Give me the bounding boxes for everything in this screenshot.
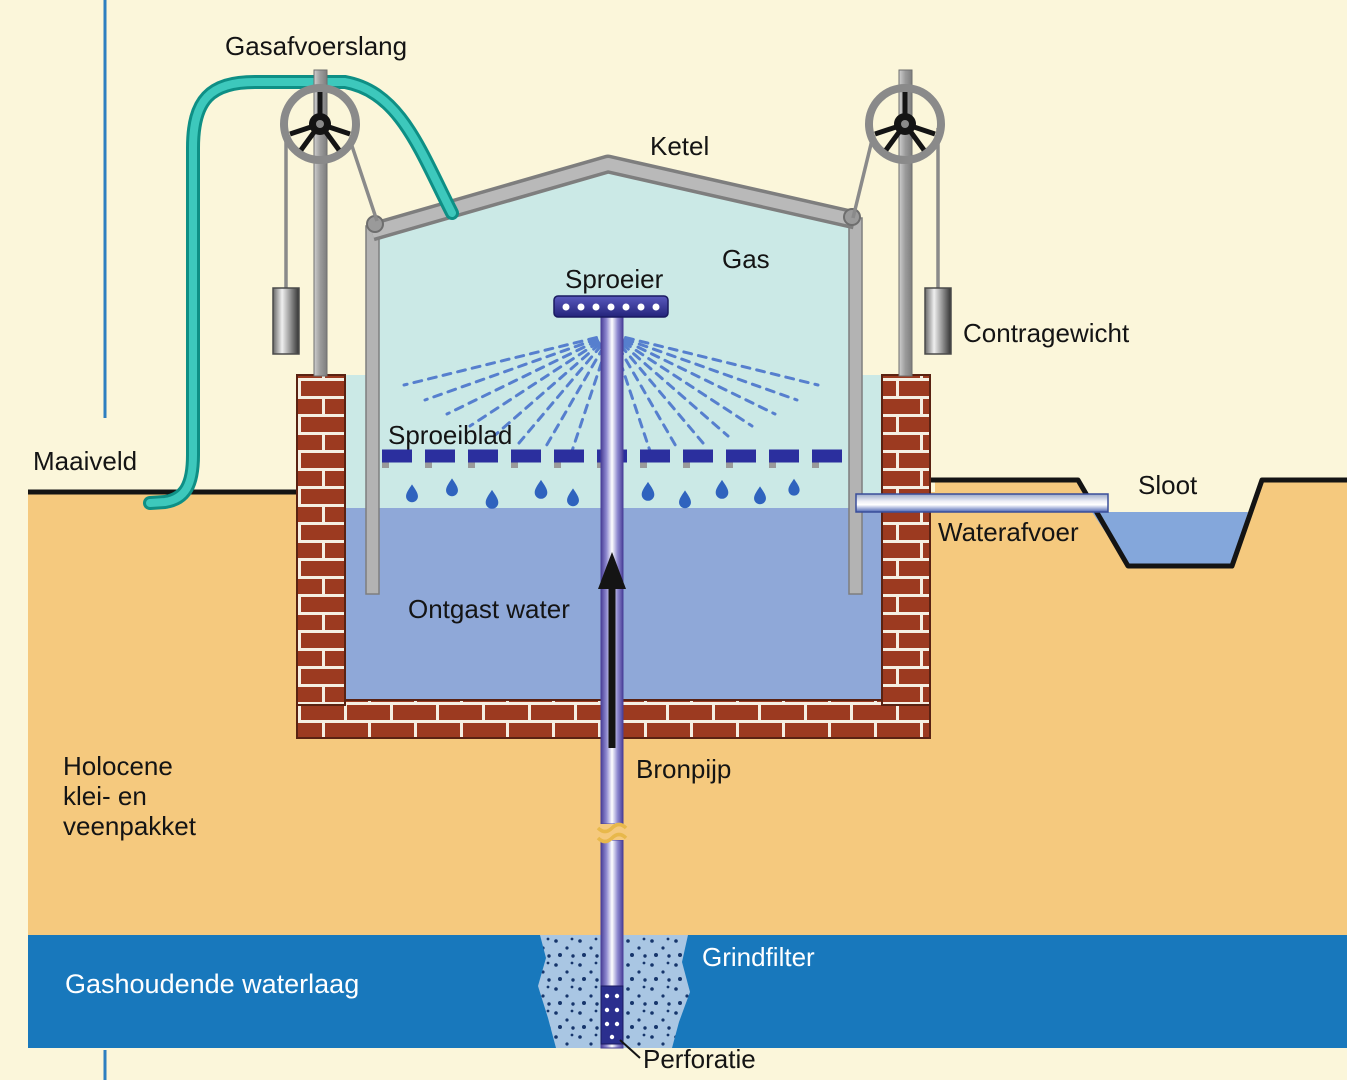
label-ketel: Ketel bbox=[650, 131, 709, 161]
pulley-system-left bbox=[272, 69, 379, 377]
brick-wall-left bbox=[296, 374, 346, 706]
spray-rays bbox=[402, 332, 820, 455]
counterweight-left bbox=[272, 287, 300, 355]
cable-left-to-roof bbox=[348, 139, 379, 222]
label-sloot: Sloot bbox=[1138, 470, 1198, 500]
label-holocene-3: veenpakket bbox=[63, 811, 197, 841]
pulley-system-right bbox=[851, 69, 952, 377]
well-pipe bbox=[596, 313, 628, 1049]
water-droplets bbox=[406, 478, 800, 509]
pulley-pole-right bbox=[898, 69, 913, 377]
label-perforatie: Perforatie bbox=[643, 1044, 756, 1074]
label-holocene-1: Holocene bbox=[63, 751, 173, 781]
water-discharge-pipe bbox=[855, 493, 1109, 513]
sprayer bbox=[553, 295, 669, 318]
label-bronpijp: Bronpijp bbox=[636, 754, 731, 784]
label-gasafvoerslang: Gasafvoerslang bbox=[225, 31, 407, 61]
boiler-wall-left bbox=[365, 225, 380, 595]
perforation-holes bbox=[604, 993, 620, 1040]
label-waterafvoer: Waterafvoer bbox=[938, 517, 1079, 547]
label-ontgast-water: Ontgast water bbox=[408, 594, 570, 624]
pipe-perforation-section bbox=[600, 985, 624, 1045]
label-gas: Gas bbox=[722, 244, 770, 274]
ditch-water bbox=[1092, 512, 1248, 566]
label-gashoudende-waterlaag: Gashoudende waterlaag bbox=[65, 969, 359, 999]
label-sproeiblad: Sproeiblad bbox=[388, 420, 512, 450]
label-sproeier: Sproeier bbox=[565, 264, 664, 294]
pipe-break-mark-top bbox=[596, 822, 628, 834]
pulley-wheel-right bbox=[865, 84, 945, 164]
counterweight-right bbox=[924, 287, 952, 355]
brick-wall-right bbox=[881, 374, 931, 706]
label-contragewicht: Contragewicht bbox=[963, 318, 1130, 348]
cable-right-to-roof bbox=[851, 139, 874, 219]
pulley-wheel-left bbox=[280, 84, 360, 164]
label-grindfilter: Grindfilter bbox=[702, 942, 815, 972]
boiler-wall-right bbox=[848, 217, 863, 595]
pulley-pole-left bbox=[313, 69, 328, 377]
gas-hose bbox=[143, 75, 459, 510]
label-holocene-2: klei- en bbox=[63, 781, 147, 811]
perforatie-pointer-line bbox=[619, 1039, 641, 1059]
ground-line-right bbox=[930, 477, 1347, 569]
label-maaiveld: Maaiveld bbox=[33, 446, 137, 476]
sprayer-nozzle-holes bbox=[562, 303, 660, 311]
flow-arrow-head bbox=[598, 552, 626, 589]
pipe-break-mark-bottom bbox=[596, 832, 628, 844]
